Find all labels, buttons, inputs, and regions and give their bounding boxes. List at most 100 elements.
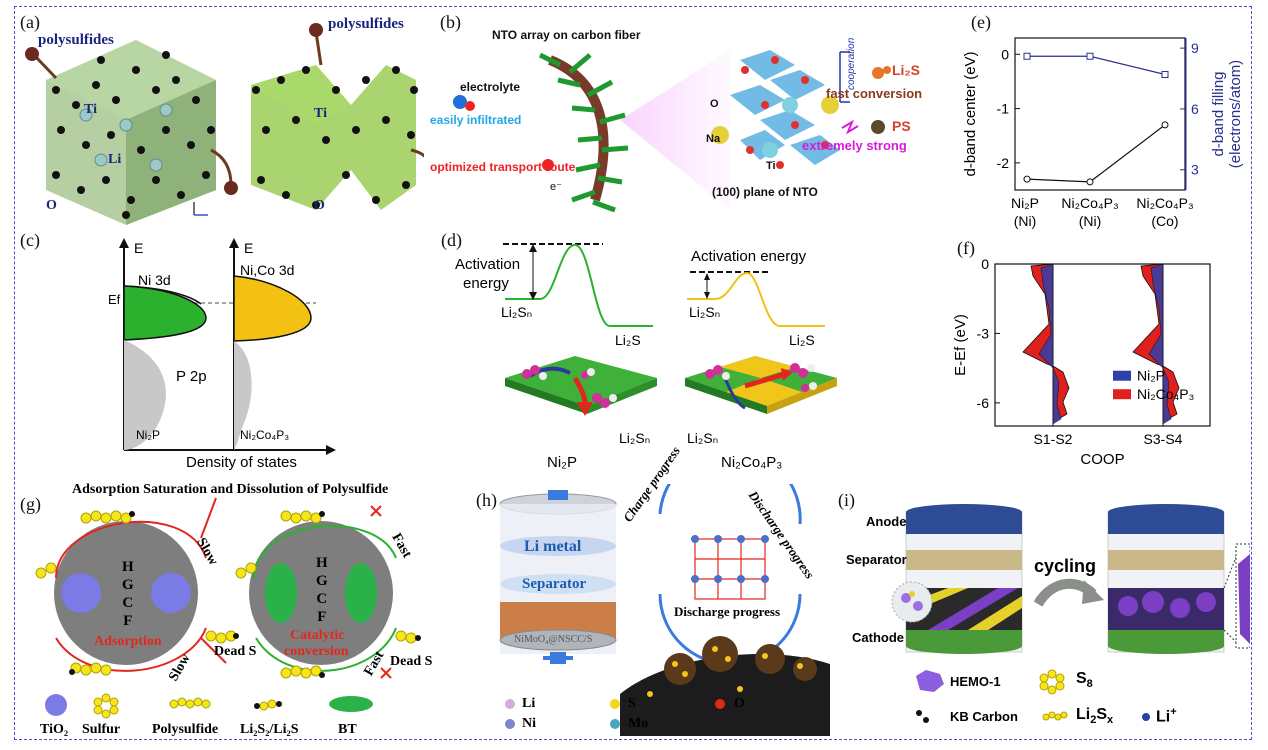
nto-array-illustration — [453, 50, 891, 213]
legend-li2sx: Li2Sx — [1076, 706, 1113, 726]
ni2co4p3-slab — [685, 356, 837, 414]
na-label: Na — [706, 133, 721, 145]
x-tick-label-line2: (Co) — [1151, 213, 1178, 229]
optimized-route-label: optimized transport route — [430, 160, 576, 174]
o-label: O — [710, 98, 719, 110]
legend-label-ni2co4p3: Ni₂Co₄P₃ — [1137, 386, 1194, 402]
ni2p-slab — [505, 356, 657, 416]
x-tick-label: S3-S4 — [1144, 431, 1183, 447]
legend-s8: S8 — [1076, 670, 1093, 690]
point-d-band-center — [1161, 121, 1169, 129]
right-tick-label: 6 — [1191, 101, 1199, 117]
ni3d-label: Ni 3d — [138, 272, 171, 288]
x-tick-label-line1: Ni₂Co₄P₃ — [1136, 195, 1193, 211]
activation-label-1a: Activation — [455, 256, 521, 273]
separator-label: Separator — [522, 576, 587, 592]
panel-h: (h) — [470, 444, 830, 736]
legend-ni: Ni — [522, 716, 536, 731]
ni2p-caption: Ni₂P — [547, 454, 577, 471]
o-label-2: O — [314, 198, 325, 213]
discharge-label-2: Discharge progress — [674, 604, 781, 619]
polysulfides-label-2: polysulfides — [328, 16, 404, 32]
nico3d-label: Ni,Co 3d — [240, 262, 295, 278]
legend-li2sx-li: Li — [1076, 706, 1091, 723]
cooperation-label: cooperation — [846, 37, 857, 90]
plot-frame — [1014, 37, 1186, 191]
li2sn-label-1: Li₂Sₙ — [501, 304, 533, 320]
letter-g: G — [122, 577, 134, 593]
ni2co4p3-label: Ni₂Co₄P₃ — [240, 428, 290, 442]
legend-swatch-ni2co4p3 — [1113, 389, 1131, 400]
hgcf-left: H G C F — [122, 558, 134, 630]
dead-s-label-2: Dead S — [390, 654, 433, 669]
dead-s-label-1: Dead S — [214, 644, 257, 659]
dos-xlabel: Density of states — [186, 454, 297, 471]
cathode-label: Cathode — [852, 630, 904, 645]
y-tick-label: 0 — [981, 256, 989, 272]
legend-li-text: Li — [1156, 708, 1171, 726]
ef-label: Ef — [108, 292, 121, 307]
y-tick-label: -3 — [977, 325, 990, 341]
panel-i-label: (i) — [838, 490, 855, 510]
i-legend-icons — [916, 669, 1150, 723]
cycling-label: cycling — [1034, 556, 1097, 576]
legend-polysulfide: Polysulfide — [152, 722, 219, 737]
catalytic-label-1: Catalytic — [290, 628, 345, 643]
x-tick-label-line1: Ni₂P — [1011, 195, 1039, 211]
adsorption-label: Adsorption — [94, 634, 162, 649]
panel-g: (g) Adsorption Saturation and Dissolutio… — [16, 478, 436, 740]
letter-c: C — [122, 595, 134, 611]
ni2p-label: Ni₂P — [136, 428, 160, 442]
x-tick-label-line2: (Ni) — [1079, 213, 1102, 229]
polysulfide-diagram — [35, 497, 421, 719]
legend-li-ion: Li+ — [1156, 706, 1177, 726]
legend-o: O — [734, 696, 745, 711]
panel-f-label: (f) — [957, 238, 975, 258]
letter-h: H — [316, 555, 328, 571]
polysulfides-label-1: polysulfides — [38, 32, 114, 48]
crystal-right — [251, 23, 424, 210]
legend-li-sup: + — [1170, 706, 1177, 718]
legend-li2sx-sub2: x — [1107, 714, 1114, 727]
hgcf-right: H G C F — [316, 554, 328, 626]
panel-b: (b) NTO array on carbon fiber — [430, 10, 940, 225]
electrode-label: NiMoO₄@NSCC/S — [514, 634, 593, 645]
panel-g-label: (g) — [20, 494, 41, 514]
o-label-1: O — [46, 198, 57, 213]
cell-before — [891, 504, 1023, 654]
nto-title: NTO array on carbon fiber — [492, 28, 641, 42]
y-axis-label-left: d-band center (eV) — [962, 51, 979, 176]
cell-cycling-diagram — [891, 504, 1250, 723]
coop-ni2p — [1038, 263, 1062, 425]
right-tick-label: 3 — [1191, 162, 1199, 178]
panel-b-label: (b) — [440, 12, 461, 32]
legend-swatch-ni2p — [1113, 370, 1131, 381]
ni2co4p3-caption: Ni₂Co₄P₃ — [721, 454, 783, 471]
separator-label: Separator — [846, 552, 907, 567]
li2s-label-2: Li₂S — [789, 332, 815, 348]
legend-li2sx-sub1: 2 — [1090, 714, 1097, 727]
li-label: Li — [108, 152, 122, 167]
legend-s8-text: S — [1076, 670, 1087, 687]
ti-label-1: Ti — [84, 102, 97, 117]
legend-li2s2: Li₂S₂/Li₂S — [240, 722, 299, 737]
catalytic-label-2: conversion — [284, 644, 349, 659]
activation-label-1b: energy — [463, 275, 509, 292]
li2s-label-1: Li₂S — [615, 332, 641, 348]
x-tick-label-line2: (Ni) — [1014, 213, 1037, 229]
y-axis-label-right-1: d-band filling — [1210, 71, 1227, 156]
legend-li: Li — [522, 696, 536, 711]
extremely-strong-label: extremely strong — [802, 138, 907, 153]
crystal-left — [25, 40, 238, 225]
legend-mo: Mo — [628, 716, 649, 731]
ti-label: Ti — [766, 160, 776, 172]
panel-e-label: (e) — [971, 12, 991, 32]
electron-label: e⁻ — [550, 181, 562, 193]
y-axis-label: E-Ef (eV) — [952, 314, 969, 376]
easily-infiltrated-label: easily infiltrated — [430, 113, 522, 127]
chart-d-band: 0-1-2963Ni₂P(Ni)Ni₂Co₄P₃(Ni)Ni₂Co₄P₃(Co)… — [962, 37, 1244, 229]
x-tick-label-line1: Ni₂Co₄P₃ — [1061, 195, 1118, 211]
legend-label-ni2p: Ni₂P — [1137, 368, 1165, 384]
